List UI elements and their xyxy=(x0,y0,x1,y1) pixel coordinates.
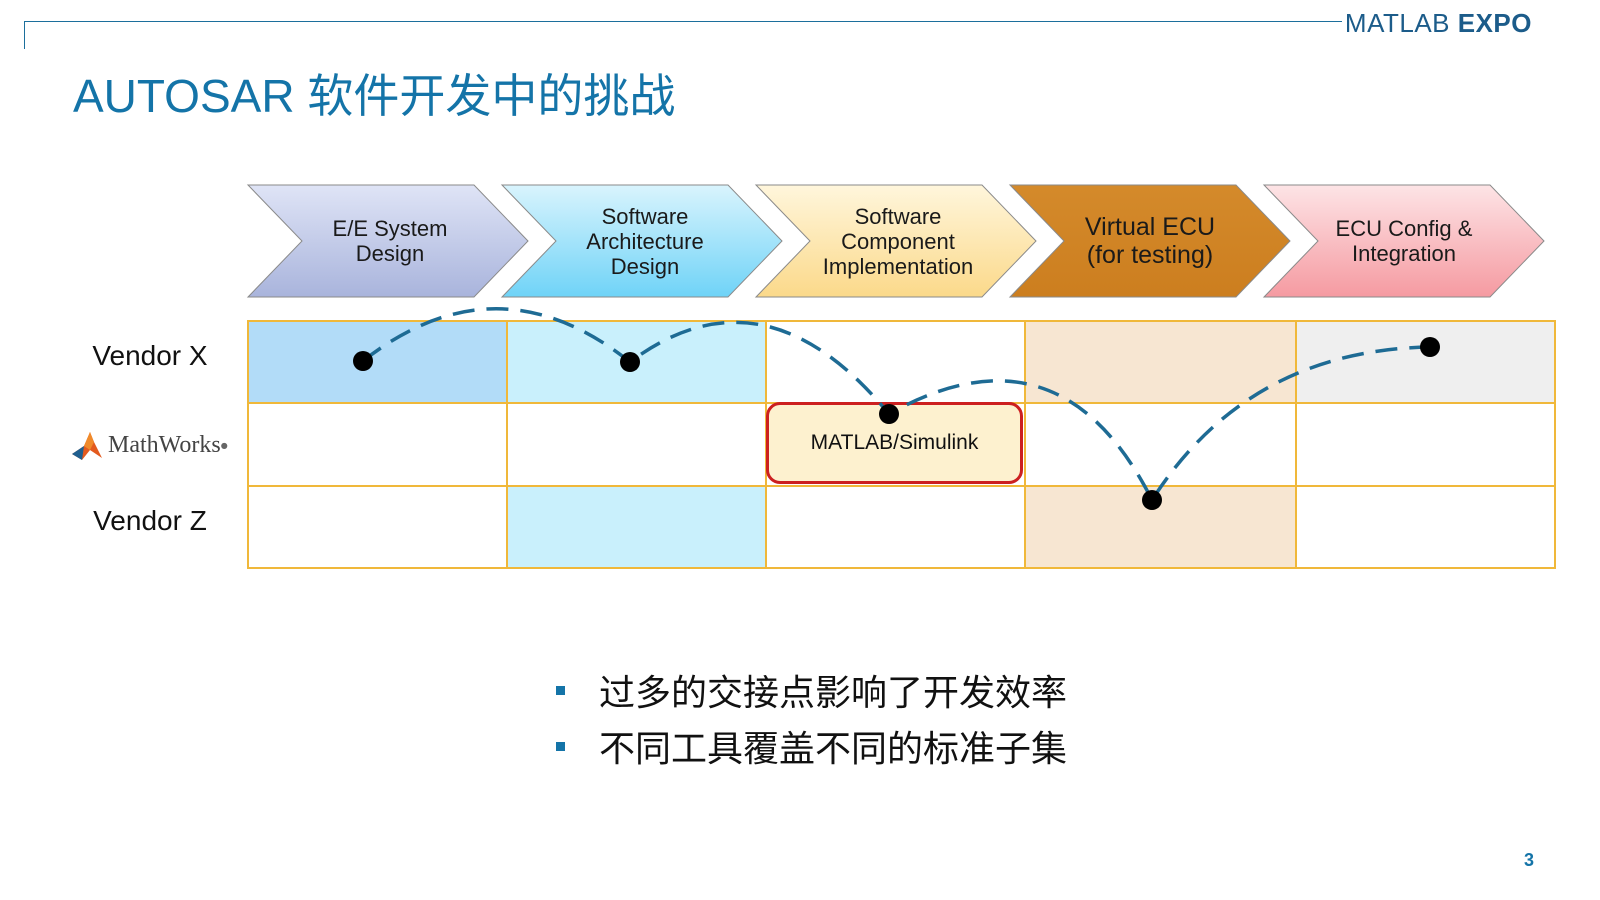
handoff-dot-5 xyxy=(1420,337,1440,357)
row-label-vendor-x: Vendor X xyxy=(92,340,208,371)
logo-text: MATLAB xyxy=(1344,8,1451,38)
matlab-expo-logo: MATLAB EXPO xyxy=(1345,8,1532,39)
row-label-vendor-z: Vendor Z xyxy=(93,505,207,536)
handoff-path xyxy=(353,307,1440,510)
bullet-item: 不同工具覆盖不同的标准子集 xyxy=(556,718,1067,774)
page-title: AUTOSAR 软件开发中的挑战 xyxy=(73,70,676,122)
chevron-sw-component xyxy=(754,184,1037,298)
registered-mark: ● xyxy=(220,440,228,450)
cell-x-vecu xyxy=(1025,320,1296,403)
step-virtual-ecu-label: Virtual ECU (for testing) xyxy=(1084,213,1216,269)
handoff-dot-1 xyxy=(353,351,373,371)
step-sw-component-label: Software Component Implementation xyxy=(822,203,974,279)
bullet-list: 过多的交接点影响了开发效率 不同工具覆盖不同的标准子集 xyxy=(556,662,1067,774)
chevron-virtual-ecu xyxy=(1008,184,1291,298)
header-rule-tick xyxy=(24,21,25,49)
bullet-text: 不同工具覆盖不同的标准子集 xyxy=(599,729,1068,770)
handoff-dot-2 xyxy=(620,352,640,372)
handoff-dot-3 xyxy=(879,404,899,424)
header-rule xyxy=(24,21,1342,22)
cell-z-arch xyxy=(507,486,766,568)
mathworks-wordmark: MathWorks xyxy=(108,431,221,458)
chevron-ee-system xyxy=(246,184,529,298)
mathworks-membrane-icon xyxy=(72,432,102,460)
chevron-sw-architecture xyxy=(500,184,783,298)
page-number: 3 xyxy=(1523,850,1534,870)
step-ecu-config-label: ECU Config & Integration xyxy=(1335,216,1473,266)
bullet-item: 过多的交接点影响了开发效率 xyxy=(556,662,1067,718)
bullet-square-icon xyxy=(556,741,565,751)
step-ee-system-label: E/E System Design xyxy=(332,216,448,266)
handoff-dot-4 xyxy=(1142,490,1162,510)
cell-x-config xyxy=(1296,320,1555,403)
bullet-text: 过多的交接点影响了开发效率 xyxy=(599,673,1068,714)
handoff-dashed-curve xyxy=(361,307,1431,504)
mathworks-logo: MathWorks● xyxy=(70,428,228,462)
chevron-ecu-config xyxy=(1262,184,1545,298)
cell-x-ee xyxy=(247,320,507,403)
process-chevrons xyxy=(246,184,1545,298)
logo-expo: EXPO xyxy=(1457,8,1532,38)
bullet-square-icon xyxy=(556,685,565,695)
step-sw-architecture-label: Software Architecture Design xyxy=(586,203,704,279)
